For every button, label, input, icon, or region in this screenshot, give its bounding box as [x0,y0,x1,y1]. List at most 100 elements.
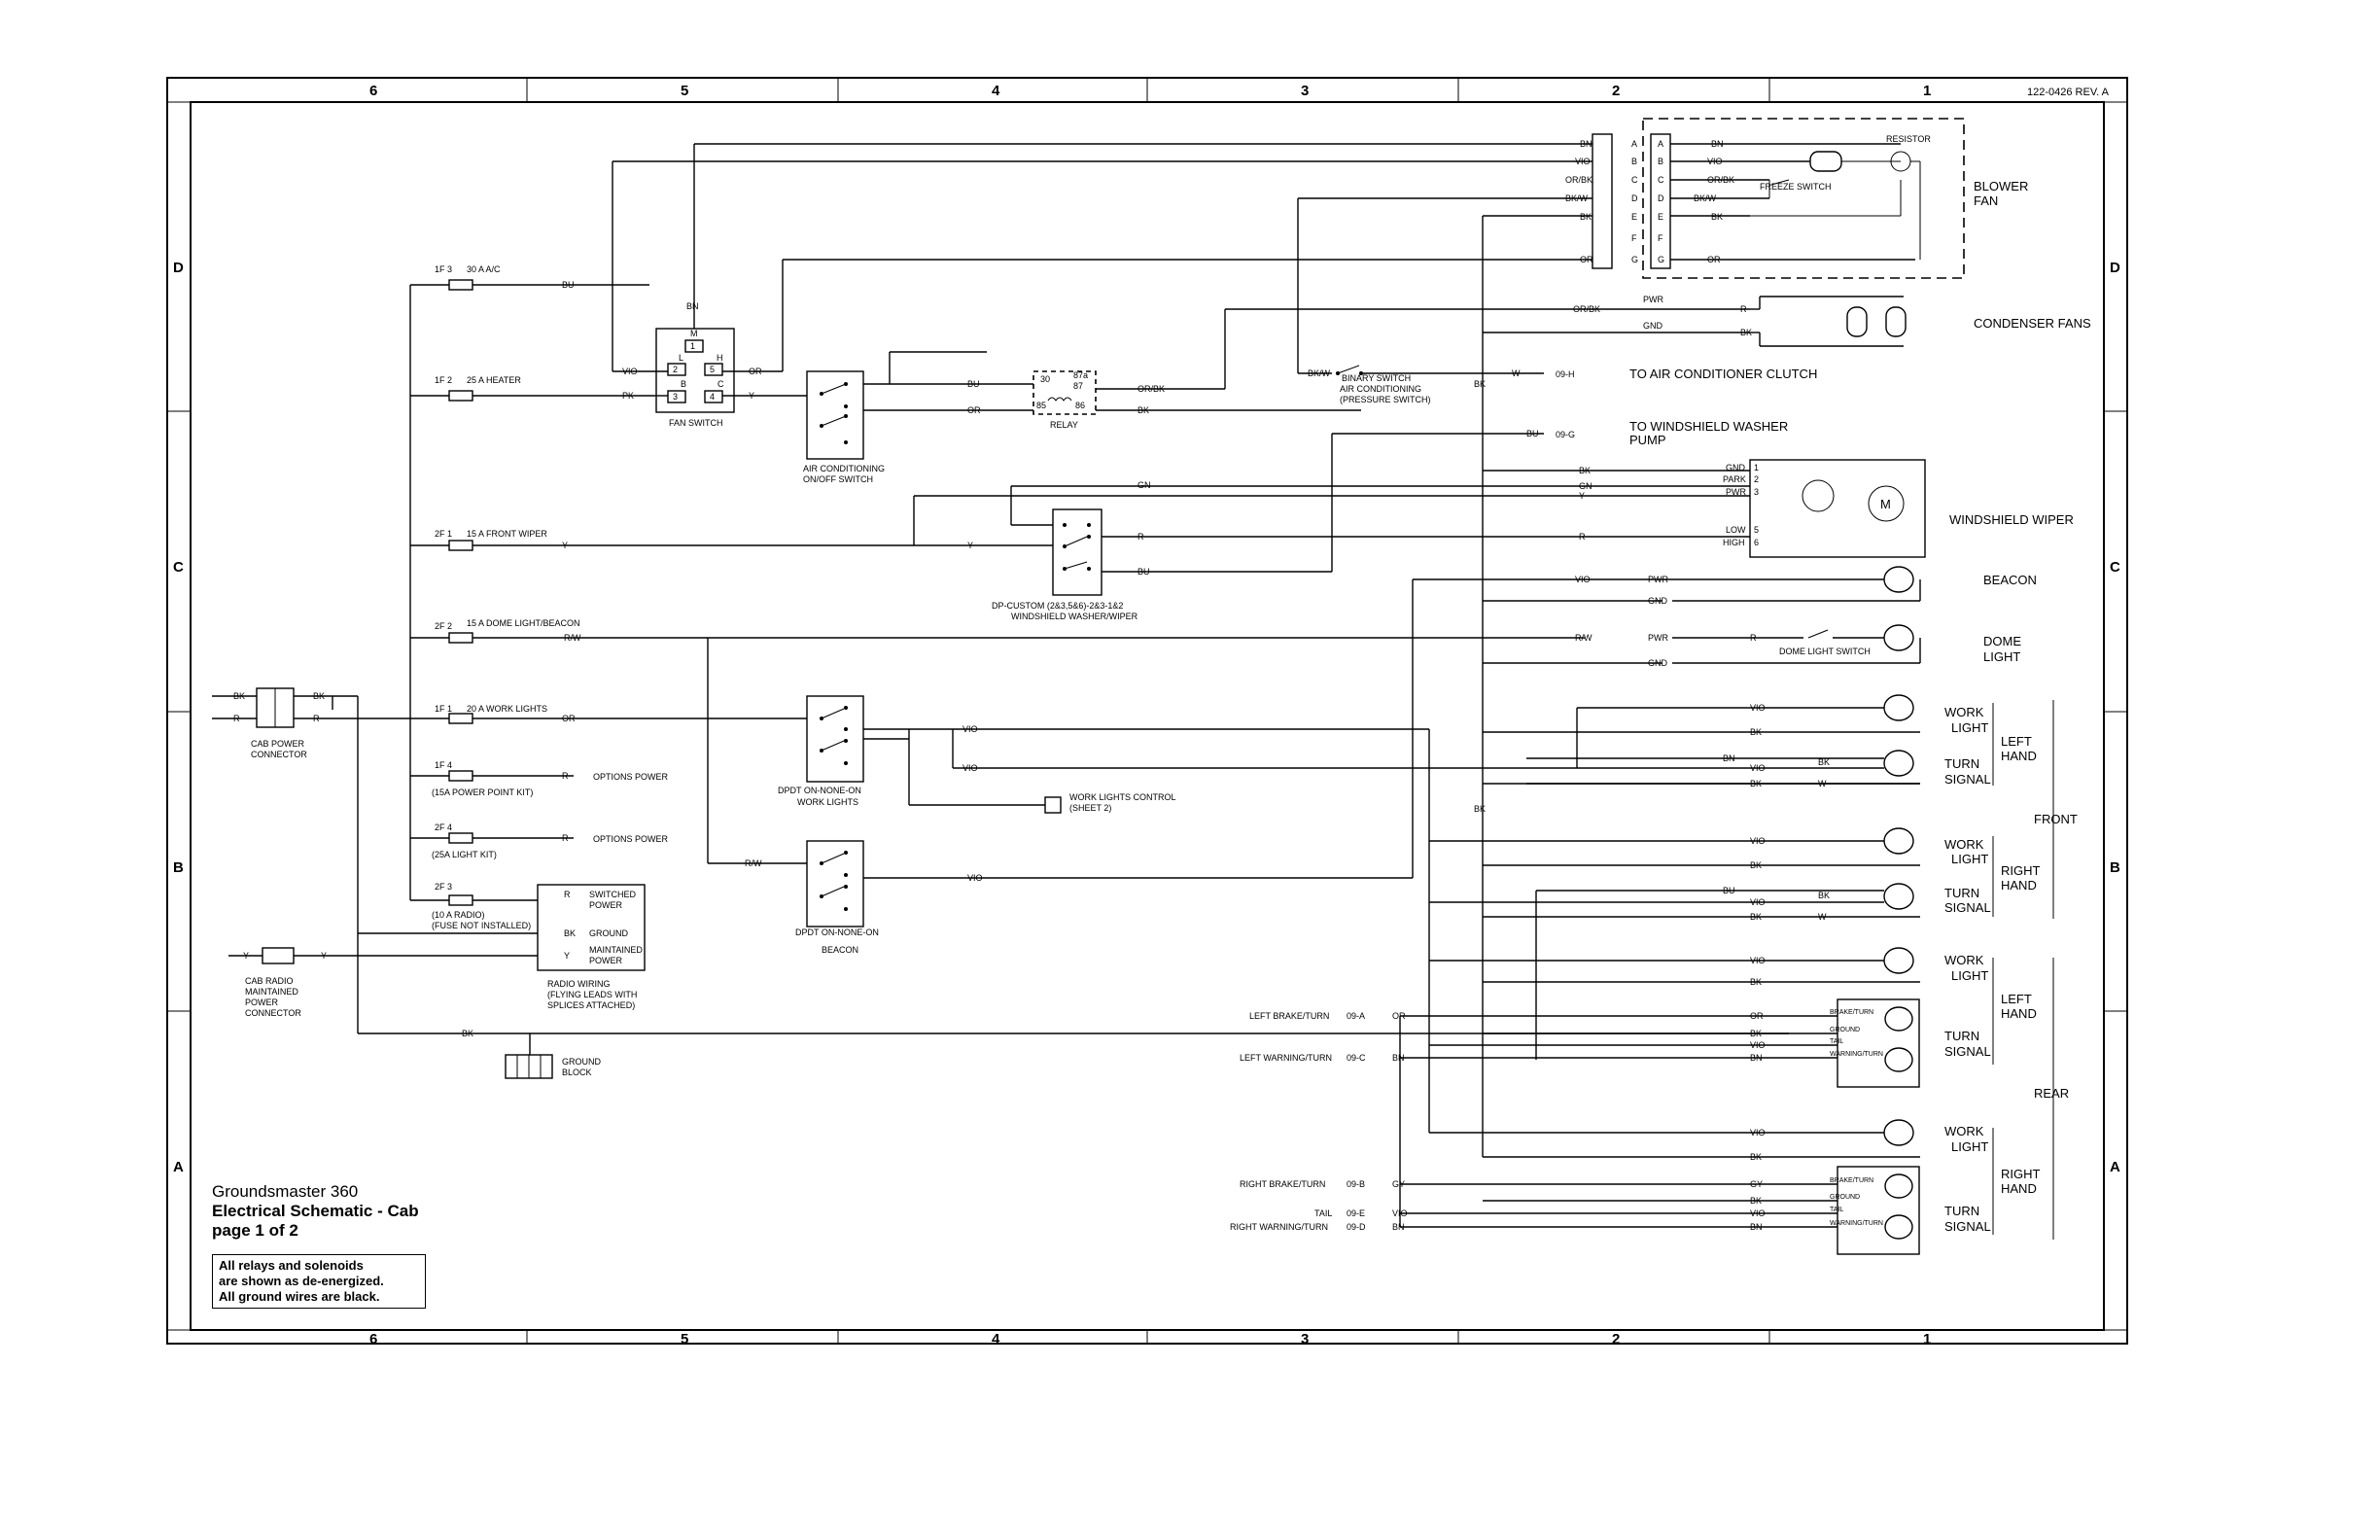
svg-text:PWR: PWR [1648,575,1668,584]
col-label: 6 [369,1331,377,1348]
svg-text:E: E [1658,212,1663,222]
svg-text:GND: GND [1726,463,1746,472]
svg-text:TURN: TURN [1944,756,1979,771]
svg-text:BN: BN [1711,139,1724,149]
col-label: 1 [1923,83,1931,99]
svg-text:D: D [1658,193,1664,203]
svg-text:G: G [1631,255,1638,264]
svg-text:VIO: VIO [1392,1208,1408,1218]
svg-text:4: 4 [710,392,715,402]
svg-text:W: W [1818,779,1827,788]
svg-text:87a: 87a [1073,370,1088,380]
beacon-lamp: VIO PWR GND BEACON [1412,566,2037,878]
svg-text:SIGNAL: SIGNAL [1944,772,1991,787]
svg-text:LOW: LOW [1726,525,1746,535]
svg-text:OR: OR [1580,255,1593,264]
svg-text:SIGNAL: SIGNAL [1944,1219,1991,1234]
svg-text:VIO: VIO [1575,157,1591,166]
radio-wiring: R SWITCHED POWER BK GROUND Y MAINTAINED … [537,884,646,1010]
svg-text:FREEZE SWITCH: FREEZE SWITCH [1760,182,1832,192]
svg-text:87: 87 [1073,381,1083,391]
svg-text:RIGHT WARNING/TURN: RIGHT WARNING/TURN [1230,1222,1328,1232]
svg-text:SIGNAL: SIGNAL [1944,900,1991,915]
svg-text:LIGHT: LIGHT [1951,720,1988,735]
svg-text:ON/OFF SWITCH: ON/OFF SWITCH [803,474,873,484]
svg-text:D: D [173,260,184,276]
svg-text:2F 1: 2F 1 [435,529,452,539]
svg-text:TURN: TURN [1944,886,1979,900]
front-lights: VIO BK BN VIO BK BK W VIO BK BU VIO BK B… [1429,694,2078,1060]
svg-text:09-H: 09-H [1556,369,1575,379]
svg-text:1: 1 [690,341,695,351]
svg-text:30 A A/C: 30 A A/C [467,264,501,274]
svg-text:Y: Y [562,541,568,550]
svg-text:BN: BN [1750,1222,1763,1232]
col-label: 2 [1612,83,1620,99]
svg-text:VIO: VIO [962,724,978,734]
svg-text:VIO: VIO [1750,763,1766,773]
svg-text:H: H [717,353,723,363]
svg-text:A: A [1658,139,1663,149]
svg-text:PWR: PWR [1643,295,1663,304]
svg-text:SPLICES ATTACHED): SPLICES ATTACHED) [547,1000,635,1010]
note-line: are shown as de-energized. [219,1274,384,1288]
svg-text:LEFT: LEFT [2001,992,2032,1006]
svg-text:CAB RADIO: CAB RADIO [245,976,294,986]
svg-text:DPDT ON-NONE-ON: DPDT ON-NONE-ON [778,786,861,795]
svg-text:OR: OR [1707,255,1721,264]
svg-text:R: R [562,771,569,781]
svg-text:OR: OR [749,367,762,376]
svg-text:09-A: 09-A [1347,1011,1365,1021]
svg-text:BK: BK [1750,1152,1762,1162]
svg-text:BK: BK [1750,912,1762,922]
svg-text:BK: BK [1474,379,1486,389]
svg-text:BRAKE/TURN: BRAKE/TURN [1830,1009,1873,1016]
fan-switch: M 1 L H 2 5 B C 3 4 FAN SWITCH BN VIO OR… [612,143,1592,428]
svg-text:CONNECTOR: CONNECTOR [251,750,307,759]
svg-text:VIO: VIO [1750,956,1766,965]
fuse-2f2: 2F 2 15 A DOME LIGHT/BEACON R/W [410,618,1585,644]
svg-text:09-D: 09-D [1347,1222,1366,1232]
svg-text:BEACON: BEACON [822,945,858,955]
cab-radio-connector: Y Y CAB RADIO MAINTAINED POWER CONNECTOR [228,932,538,1018]
svg-text:GROUND: GROUND [1830,1027,1860,1033]
svg-text:VIO: VIO [1750,897,1766,907]
svg-text:GND: GND [1643,321,1663,331]
wiper-switch: DP-CUSTOM (2&3,5&6)-2&3-1&2 WINDSHIELD W… [913,480,1750,621]
svg-text:BN: BN [686,301,699,311]
svg-text:Y: Y [564,951,570,961]
svg-text:C: C [2110,559,2120,576]
svg-text:BK: BK [1474,804,1486,814]
svg-text:B: B [1658,157,1663,166]
svg-text:VIO: VIO [622,367,638,376]
svg-text:FRONT: FRONT [2034,812,2078,826]
svg-text:MAINTAINED: MAINTAINED [589,945,643,955]
col-label: 3 [1301,83,1309,99]
rear-inputs: LEFT BRAKE/TURN 09-A OR LEFT WARNING/TUR… [1230,1011,1408,1232]
svg-text:F: F [1631,233,1637,243]
svg-text:BU: BU [562,280,575,290]
svg-text:BK: BK [1750,977,1762,987]
svg-text:OR/BK: OR/BK [1573,304,1600,314]
svg-text:BK/W: BK/W [1694,193,1717,203]
svg-text:WINDSHIELD WIPER: WINDSHIELD WIPER [1949,512,2074,527]
svg-text:09-G: 09-G [1556,430,1575,439]
col-label: 6 [369,83,377,99]
svg-text:LEFT: LEFT [2001,734,2032,749]
col-label: 3 [1301,1331,1309,1348]
svg-text:W: W [1512,368,1521,378]
svg-text:G: G [1658,255,1664,264]
svg-text:R/W: R/W [564,633,581,643]
svg-text:C: C [1658,175,1664,185]
windshield-wiper-motor: M BK GN Y R GND PARK PWR LOW HIGH 1 2 3 … [1483,459,2074,558]
svg-text:RADIO WIRING: RADIO WIRING [547,979,611,989]
drawing-title: Electrical Schematic - Cab [212,1202,419,1220]
svg-text:15 A DOME LIGHT/BEACON: 15 A DOME LIGHT/BEACON [467,618,580,628]
svg-text:(10 A RADIO): (10 A RADIO) [432,910,485,920]
svg-text:GN: GN [1138,480,1151,490]
svg-text:W: W [1818,912,1827,922]
svg-text:WORK LIGHTS: WORK LIGHTS [797,797,858,807]
svg-text:RIGHT BRAKE/TURN: RIGHT BRAKE/TURN [1240,1179,1325,1189]
svg-text:VIO: VIO [1575,575,1591,584]
